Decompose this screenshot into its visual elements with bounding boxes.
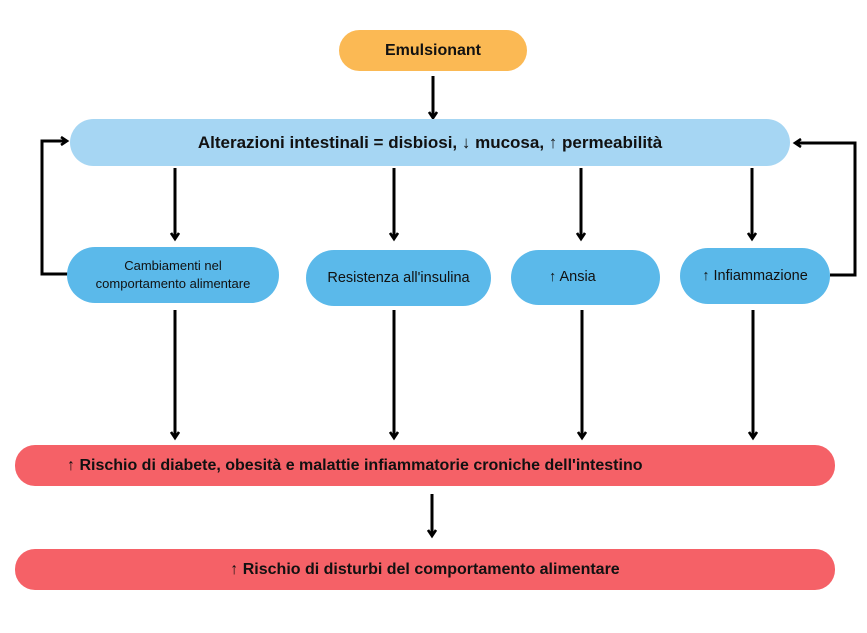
- feedback-arrow-infiammazione-to-alterazioni: [796, 143, 857, 277]
- infiammazione-node: ↑ Infiammazione: [680, 248, 830, 304]
- resistenza-insulina-node: Resistenza all'insulina: [306, 250, 491, 306]
- rischio-disturbi-node: ↑ Rischio di disturbi del comportamento …: [15, 549, 835, 590]
- feedback-arrow-cambiamenti-to-alterazioni: [40, 141, 68, 276]
- rischio-diabete-node: ↑ Rischio di diabete, obesità e malattie…: [15, 445, 835, 486]
- ansia-node: ↑ Ansia: [511, 250, 660, 305]
- alterazioni-intestinali-node: Alterazioni intestinali = disbiosi, ↓ mu…: [70, 119, 790, 166]
- emulsionant-node: Emulsionant: [339, 30, 527, 71]
- cambiamenti-comportamento-node: Cambiamenti nel comportamento alimentare: [67, 247, 279, 303]
